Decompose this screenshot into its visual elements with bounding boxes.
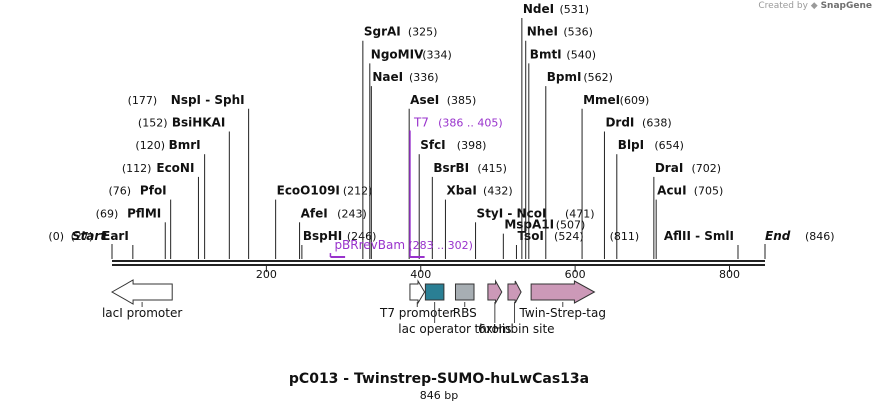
site-position: (811) bbox=[610, 230, 640, 243]
site-name: BspHI bbox=[303, 229, 342, 243]
snapgene-logo-icon: ◆ bbox=[810, 1, 818, 11]
site-position: (531) bbox=[559, 3, 589, 16]
feature-label: thrombin site bbox=[474, 322, 554, 336]
site-position: (398) bbox=[457, 139, 487, 152]
site-position: (609) bbox=[620, 94, 650, 107]
site-name: NaeI bbox=[372, 70, 403, 84]
feature-shape bbox=[530, 280, 596, 304]
plasmid-title: pC013 - Twinstrep-SUMO-huLwCas13a bbox=[288, 371, 590, 387]
site-position: (471) bbox=[565, 207, 595, 220]
end-name-end: End bbox=[765, 229, 791, 243]
feature-label: lac operator bbox=[398, 322, 471, 336]
feature-shape bbox=[487, 279, 503, 305]
site-position: (212) bbox=[343, 185, 373, 198]
feature-label: T7 promoter bbox=[379, 306, 455, 320]
primer-range: (283 .. 302) bbox=[408, 239, 473, 252]
site-name: PflMI bbox=[127, 206, 161, 220]
site-position: (536) bbox=[563, 26, 593, 39]
site-position: (638) bbox=[642, 117, 672, 130]
feature-shape bbox=[454, 283, 475, 301]
site-position: (562) bbox=[583, 71, 613, 84]
primer-range: (386 .. 405) bbox=[438, 117, 503, 130]
site-name: SfcI bbox=[420, 138, 445, 152]
site-name: NgoMIV bbox=[371, 47, 424, 61]
credit-brand: SnapGene bbox=[820, 1, 872, 11]
site-position: (336) bbox=[409, 71, 439, 84]
site-name: EcoNI bbox=[156, 161, 194, 175]
site-name: NspI - SphI bbox=[171, 93, 245, 107]
site-position: (540) bbox=[566, 48, 596, 61]
site-position: (69) bbox=[96, 207, 119, 220]
feature-shape bbox=[507, 280, 522, 304]
primer-name: T7 bbox=[413, 116, 429, 130]
end-name-start: Start bbox=[72, 229, 107, 243]
site-position: (507) bbox=[556, 219, 586, 232]
end-position-end: (846) bbox=[805, 230, 835, 243]
axis-tick-label: 600 bbox=[565, 268, 586, 281]
site-name: NdeI bbox=[523, 2, 554, 16]
site-position: (177) bbox=[128, 94, 158, 107]
site-position: (702) bbox=[691, 162, 721, 175]
axis-tick-label: 400 bbox=[410, 268, 431, 281]
site-position: (152) bbox=[138, 117, 168, 130]
site-position: (432) bbox=[483, 185, 513, 198]
feature-label: lacI promoter bbox=[102, 306, 182, 320]
feature-shape bbox=[409, 279, 426, 305]
site-name: AfeI bbox=[301, 206, 328, 220]
feature-shape bbox=[110, 279, 173, 305]
site-name: SgrAI bbox=[364, 25, 401, 39]
site-name: BlpI bbox=[618, 138, 644, 152]
site-position: (385) bbox=[447, 94, 477, 107]
plasmid-length: 846 bp bbox=[419, 389, 459, 402]
snapgene-credit: Created by ◆ SnapGene bbox=[758, 1, 872, 11]
site-position: (120) bbox=[135, 139, 165, 152]
site-position: (76) bbox=[108, 185, 131, 198]
site-name: TsoI bbox=[517, 229, 543, 243]
site-name: EarI bbox=[102, 229, 129, 243]
site-position: (325) bbox=[408, 26, 438, 39]
site-position: (654) bbox=[654, 139, 684, 152]
site-position: (112) bbox=[122, 162, 152, 175]
site-name: BsrBI bbox=[433, 161, 469, 175]
site-name: BmrI bbox=[169, 138, 201, 152]
end-position-start: (0) bbox=[48, 230, 64, 243]
primer-name: pBRrevBam bbox=[334, 238, 405, 252]
feature-label: RBS bbox=[453, 306, 477, 320]
site-position: (27) bbox=[71, 230, 94, 243]
site-name: XbaI bbox=[446, 184, 476, 198]
site-name: BpmI bbox=[547, 70, 582, 84]
axis-tick-label: 800 bbox=[719, 268, 740, 281]
site-position: (243) bbox=[337, 207, 367, 220]
site-name: AseI bbox=[410, 93, 439, 107]
site-position: (246) bbox=[347, 230, 377, 243]
site-name: PfoI bbox=[140, 184, 167, 198]
site-position: (415) bbox=[477, 162, 507, 175]
site-name: EcoO109I bbox=[277, 184, 340, 198]
site-name: MmeI bbox=[583, 93, 620, 107]
site-name: AcuI bbox=[657, 184, 686, 198]
site-position: (705) bbox=[694, 185, 724, 198]
feature-shape bbox=[424, 283, 445, 301]
credit-prefix: Created by bbox=[758, 1, 808, 11]
site-name: AflII - SmlI bbox=[664, 229, 734, 243]
site-name: DraI bbox=[655, 161, 683, 175]
site-name: BmtI bbox=[530, 47, 562, 61]
site-name: NheI bbox=[527, 25, 558, 39]
site-position: (524) bbox=[554, 230, 584, 243]
site-position: (334) bbox=[422, 48, 452, 61]
axis-tick-label: 200 bbox=[256, 268, 277, 281]
feature-label: Twin-Strep-tag bbox=[519, 306, 606, 320]
site-name: BsiHKAI bbox=[172, 116, 226, 130]
site-name: DrdI bbox=[605, 116, 634, 130]
feature-label: 6xHis bbox=[478, 322, 511, 336]
